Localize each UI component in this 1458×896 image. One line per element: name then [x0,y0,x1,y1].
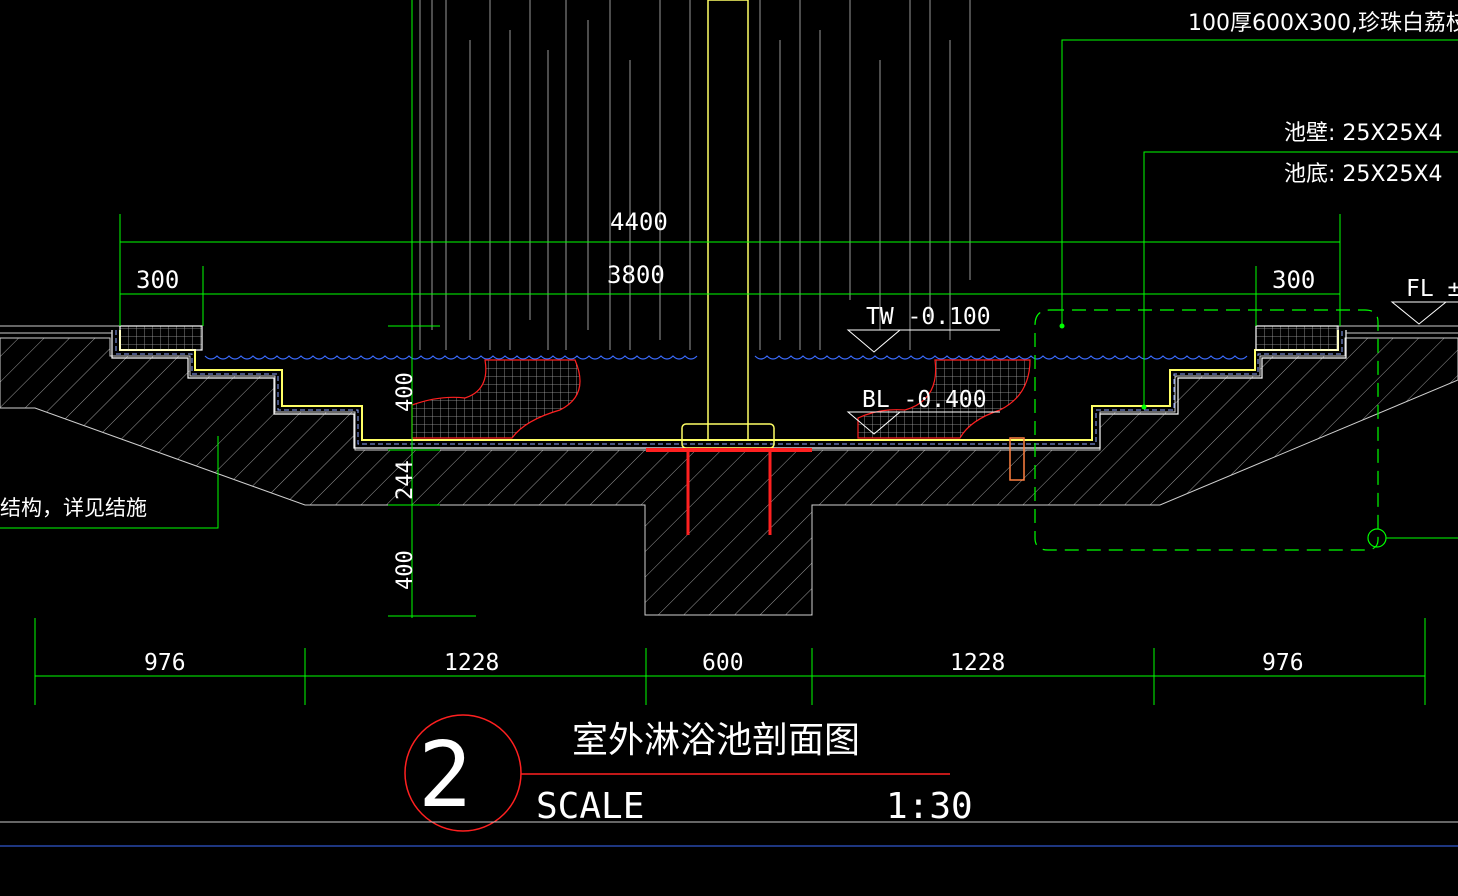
dim-inner-width: 3800 [607,261,665,289]
dim-bottom-5: 976 [1262,650,1304,676]
vertical-dimension-ticks [388,325,476,617]
dim-bottom-1: 976 [144,650,186,676]
dim-bottom-2: 1228 [444,650,499,676]
dim-bottom-3: 600 [702,650,744,676]
dim-right-curb: 300 [1272,266,1315,294]
title-number: 2 [418,723,472,828]
left-curb-stone [119,325,203,351]
drain-pipe [1009,437,1025,481]
leader-top-dot [1059,323,1065,329]
floor-note: 池底: 25X25X4 [1284,162,1443,187]
right-curb-stone [1255,325,1339,351]
top-dimensions [119,0,1341,618]
leader-top-note [1061,39,1458,326]
stone-block-right [857,359,1031,439]
water-surface-right [754,355,1248,360]
soil-hatch-body [0,337,1458,616]
left-structure-note: 结构，详见结施 [0,496,147,520]
scale-label: SCALE [536,786,644,827]
top-right-note: 100厚600X300,珍珠白荔枝 [1188,11,1458,36]
dim-left-curb: 300 [136,266,179,294]
tw-level-label: TW -0.100 [866,304,991,330]
dim-bottom-4: 1228 [950,650,1005,676]
leader-wall-note [1143,151,1458,407]
leader-left-note [0,436,219,529]
dim-overall-width: 4400 [610,208,668,236]
dim-footing: 400 [393,550,418,590]
drawing-title: 室外淋浴池剖面图 [572,720,860,761]
shower-spray [419,0,971,350]
detail-callout-box [1034,309,1379,551]
dim-slab: 244 [393,460,418,500]
bottom-dimensions [34,618,1426,705]
bl-level-label: BL -0.400 [862,387,987,413]
pool-membrane [115,330,1343,445]
stone-block-left [411,359,581,439]
title-number-circle [404,714,522,832]
leader-wall-dot [1141,404,1147,410]
scale-value: 1:30 [886,786,973,827]
fl-level-label: FL ± [1406,276,1458,302]
water-surface [204,355,698,360]
dim-water-depth: 400 [393,372,418,412]
post-base [681,423,775,449]
shower-post [707,0,749,441]
wall-note: 池壁: 25X25X4 [1284,121,1443,146]
tw-level-triangle [846,329,902,353]
fl-level-triangle [1390,301,1448,325]
